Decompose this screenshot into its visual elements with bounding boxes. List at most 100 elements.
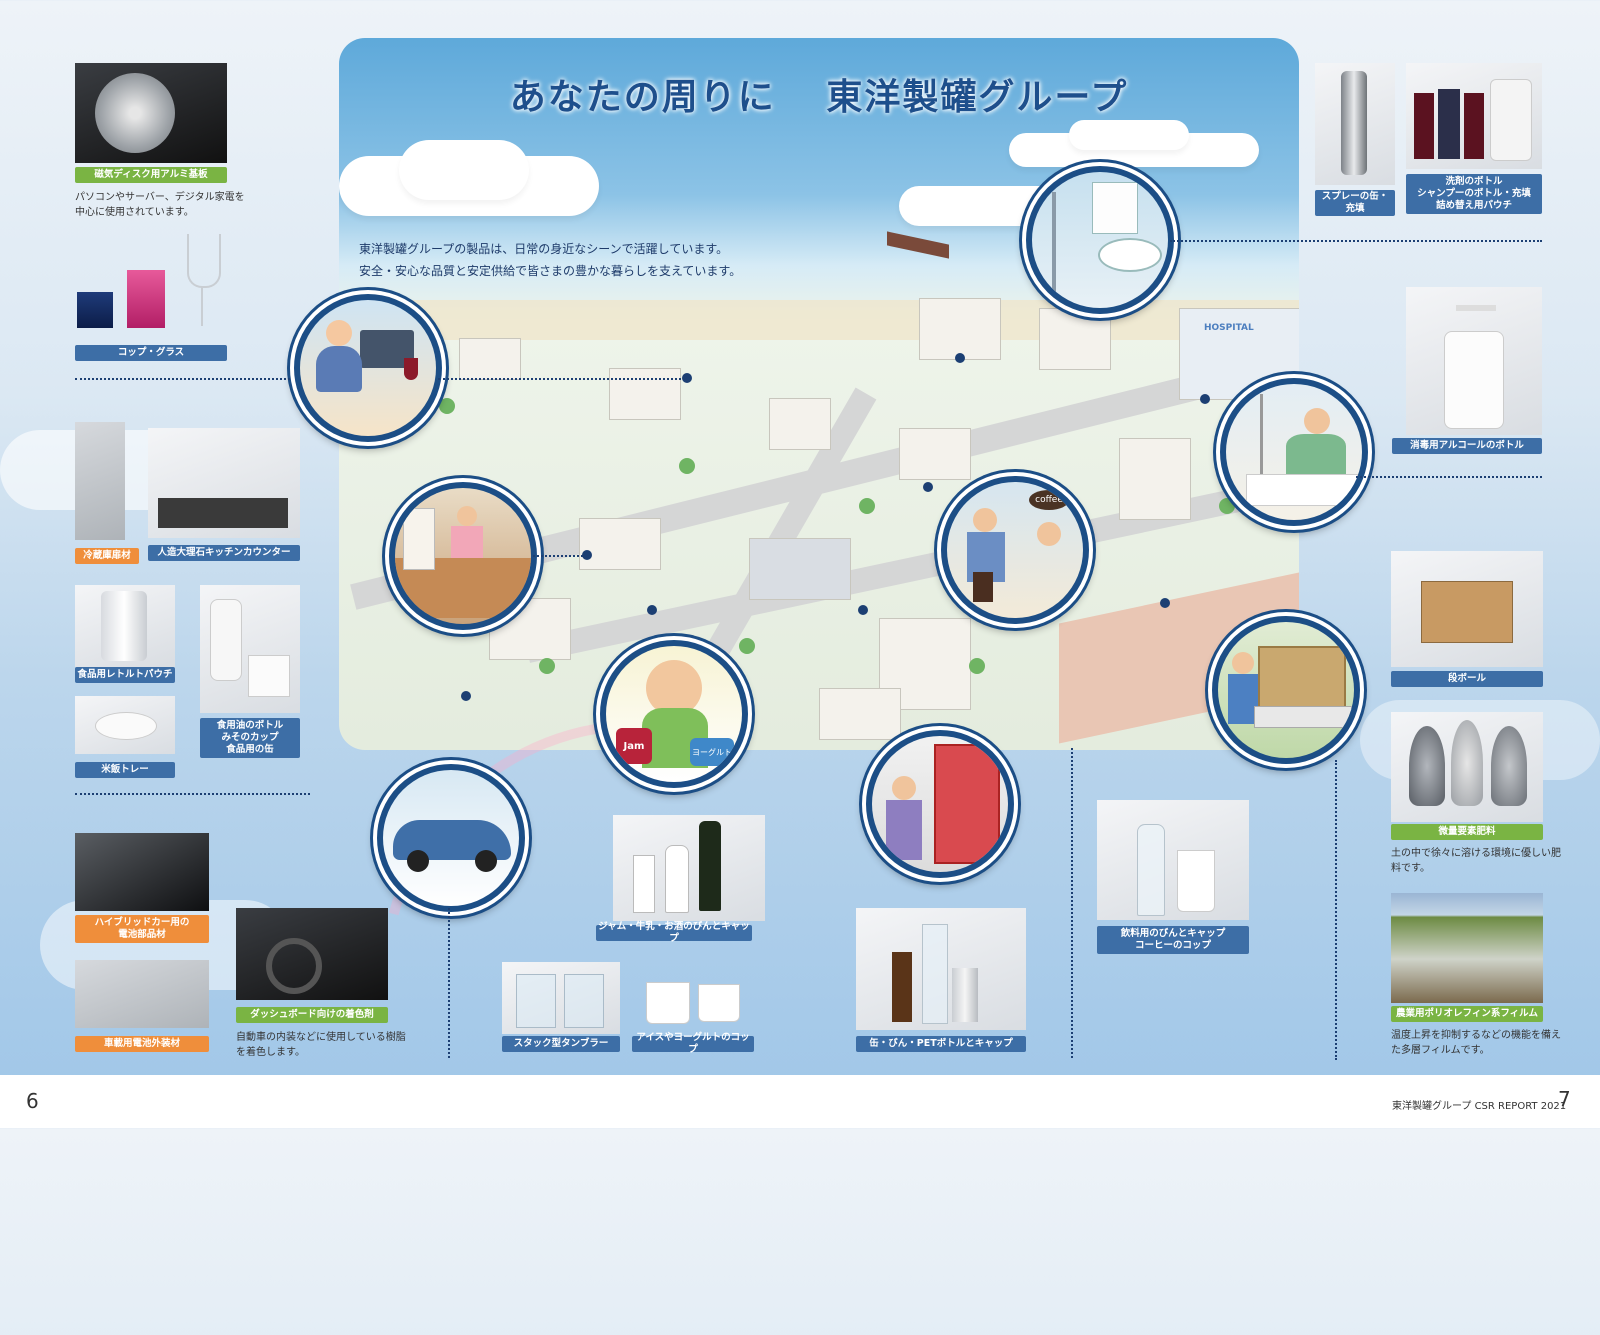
tumbler-label: スタック型タンブラー <box>502 1036 620 1052</box>
cook-icon <box>457 506 477 526</box>
child-icon <box>646 660 702 716</box>
scene-delivery-truck <box>1208 612 1364 768</box>
glass-photo <box>75 232 227 336</box>
fertilizer-jar-icon <box>1491 726 1527 806</box>
scene-kitchen <box>385 478 541 634</box>
desc-line: 自動車の内装などに使用している樹脂 <box>236 1032 406 1043</box>
tree <box>679 458 695 474</box>
hybrid-battery-label: ハイブリッドカー用の 電池部品材 <box>75 915 209 943</box>
sink-icon <box>1098 238 1162 272</box>
desc-line: 中心に使用されています。 <box>75 207 194 218</box>
scene-breakfast-child: Jam ヨーグルト <box>596 636 752 792</box>
connector-line <box>438 378 685 380</box>
cut-glass-icon <box>127 270 165 328</box>
coffee-sign: coffee <box>1029 490 1069 510</box>
connector-dot <box>955 353 965 363</box>
cloud <box>399 140 529 200</box>
warehouse <box>749 538 851 600</box>
patient-body <box>1286 434 1346 474</box>
bottle-icon <box>1464 93 1484 159</box>
glass-bottle-icon <box>1137 824 1165 916</box>
label-line: みそのカップ <box>221 732 279 743</box>
scene-coffee-shop: coffee <box>937 472 1093 628</box>
connector-dot <box>923 482 933 492</box>
connector-dot <box>682 373 692 383</box>
desc-line: パソコンやサーバー、デジタル家電を <box>75 192 245 203</box>
jam-milk-sake-label: ジャム・牛乳・お酒のびんとキャップ <box>596 921 752 944</box>
desc-line: 料です。 <box>1391 863 1430 874</box>
connector-line <box>1335 760 1337 1060</box>
wine-glass-stem <box>201 286 203 326</box>
intro-line: 東洋製罐グループの製品は、日常の身近なシーンで活躍しています。 <box>359 242 729 256</box>
label-line: 詰め替え用パウチ <box>1435 200 1512 211</box>
cloud <box>1069 120 1189 150</box>
tree <box>859 498 875 514</box>
pet-bottle-photo <box>856 908 1026 1030</box>
retort-pouch-label: 食品用レトルトパウチ <box>75 667 175 683</box>
bottle-icon <box>1414 93 1434 159</box>
house <box>919 298 1001 360</box>
drink-bottle-photo <box>1097 800 1249 920</box>
paper-cup-icon <box>646 982 690 1024</box>
pet-bottle-label: 缶・びん・PETボトルとキャップ <box>856 1036 1026 1052</box>
cardboard-label: 段ボール <box>1391 671 1543 687</box>
page-number-right: 7 <box>1558 1087 1571 1111</box>
stove-icon <box>158 498 288 528</box>
vending-machine-icon <box>934 744 1000 864</box>
paper-cup-icon <box>698 984 740 1022</box>
label-line: 洗剤のボトル <box>1445 176 1503 187</box>
title-right: 東洋製罐グループ <box>826 77 1129 118</box>
town-map-panel: あなたの周りに 東洋製罐グループ 東洋製罐グループの製品は、日常の身近なシーンで… <box>339 38 1299 750</box>
label-line: ハイブリッドカー用の <box>94 917 190 928</box>
footer: 6 東洋製罐グループ CSR REPORT 2021 7 <box>0 1075 1600 1128</box>
agri-film-photo <box>1391 893 1543 1003</box>
desc-line: を着色します。 <box>236 1047 305 1058</box>
page-number-left: 6 <box>26 1089 39 1113</box>
detergent-bottle-photo <box>1406 63 1542 169</box>
pump-bottle-icon <box>1444 331 1504 429</box>
map-intro: 東洋製罐グループの製品は、日常の身近なシーンで活躍しています。 安全・安心な品質… <box>359 238 741 282</box>
jam-milk-sake-photo <box>613 815 765 921</box>
bed-icon <box>1246 474 1358 506</box>
coffee-machine-icon <box>973 572 993 602</box>
dashboard-description: 自動車の内装などに使用している樹脂 を着色します。 <box>236 1030 406 1060</box>
spray-can-photo <box>1315 63 1395 185</box>
wheel-icon <box>407 850 429 872</box>
fertilizer-jar-icon <box>1409 726 1445 806</box>
house <box>459 338 521 380</box>
bottle-icon <box>1438 89 1460 159</box>
kitchen-counter-photo <box>148 428 300 538</box>
hdd-photo <box>75 63 227 163</box>
oil-bottle-label: 食用油のボトル みそのカップ 食品用の缶 <box>200 718 300 758</box>
refill-pouch-icon <box>1490 79 1532 161</box>
rice-tray-photo <box>75 696 175 754</box>
connector-line <box>533 555 583 557</box>
iv-stand-icon <box>1260 394 1263 474</box>
desc-line: 温度上昇を抑制するなどの機能を備え <box>1391 1030 1561 1041</box>
connector-dot <box>1200 394 1210 404</box>
tree <box>739 638 755 654</box>
pouch-icon <box>101 591 147 661</box>
desc-line: 土の中で徐々に溶ける環境に優しい肥 <box>1391 848 1561 859</box>
cardboard-photo <box>1391 551 1543 667</box>
agri-film-label: 農業用ポリオレフィン系フィルム <box>1391 1006 1543 1022</box>
beach <box>339 300 1299 340</box>
tree <box>1219 498 1235 514</box>
fridge-icon <box>403 508 435 570</box>
brown-bottle-icon <box>892 952 912 1022</box>
fertilizer-description: 土の中で徐々に溶ける環境に優しい肥 料です。 <box>1391 846 1561 876</box>
label-line: コーヒーのコップ <box>1134 940 1211 951</box>
alcohol-bottle-label: 消毒用アルコールのボトル <box>1392 438 1542 454</box>
fridge-photo <box>75 422 125 540</box>
tree <box>539 658 555 674</box>
label-line: 充填 <box>1345 203 1365 214</box>
battery-case-label: 車載用電池外装材 <box>75 1036 209 1052</box>
spray-can-label: スプレーの缶・ 充填 <box>1315 190 1395 216</box>
scene-office-desk <box>290 290 446 446</box>
can-icon <box>952 968 978 1022</box>
fridge-label: 冷蔵庫扉材 <box>75 548 139 564</box>
apartment <box>819 688 901 740</box>
retort-pouch-photo <box>75 585 175 667</box>
tumbler-photo <box>502 962 620 1034</box>
connector-dot <box>647 605 657 615</box>
